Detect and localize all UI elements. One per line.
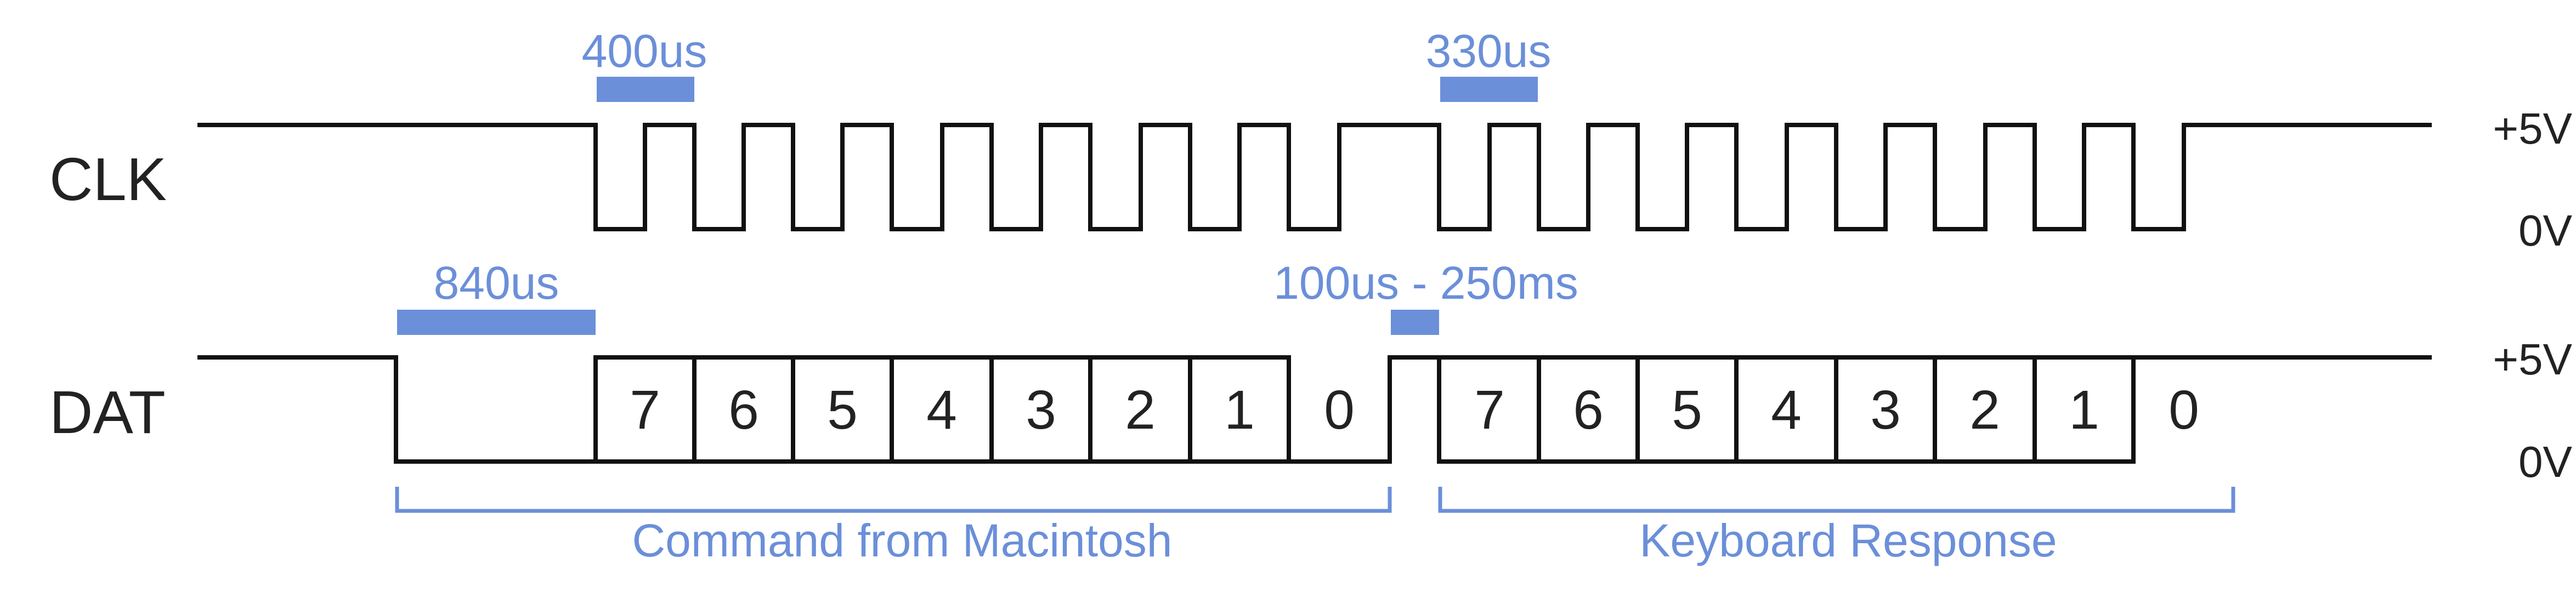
- response-bit-label: 0: [2169, 379, 2199, 441]
- command-bit-labels: 7 6 5 4 3 2 1 0: [630, 379, 1355, 441]
- response-bit-label: 1: [2069, 379, 2099, 441]
- clk-high-voltage-label: +5V: [2493, 104, 2572, 153]
- clk-command-period-bar: [597, 77, 694, 102]
- response-bit-dividers: [1537, 355, 2037, 464]
- clk-response-period-bar: [1440, 77, 1538, 102]
- dat-turnaround-label: 100us - 250ms: [1273, 257, 1578, 309]
- command-bit-label: 4: [926, 379, 957, 441]
- clk-waveform: [197, 123, 2432, 231]
- command-bit-label: 2: [1125, 379, 1156, 441]
- clk-signal-label: CLK: [49, 146, 167, 213]
- command-bit-label: 3: [1026, 379, 1056, 441]
- command-group-bracket: [395, 487, 1392, 513]
- command-bit-label: 6: [728, 379, 759, 441]
- dat-turnaround-bar: [1391, 310, 1439, 335]
- command-bit-label: 5: [827, 379, 858, 441]
- response-bit-label: 3: [1870, 379, 1901, 441]
- clk-low-voltage-label: 0V: [2518, 206, 2572, 255]
- dat-request-low-label: 840us: [434, 257, 559, 309]
- command-bit-label: 7: [630, 379, 660, 441]
- response-bit-label: 4: [1771, 379, 1802, 441]
- dat-waveform: [197, 355, 2432, 464]
- command-bit-label: 0: [1324, 379, 1355, 441]
- command-bit-label: 1: [1224, 379, 1255, 441]
- response-group-bracket: [1438, 487, 2235, 513]
- command-bit-dividers: [692, 355, 1192, 464]
- command-group-label: Command from Macintosh: [632, 515, 1173, 566]
- dat-signal-label: DAT: [49, 379, 166, 446]
- response-bit-label: 5: [1672, 379, 1702, 441]
- dat-high-voltage-label: +5V: [2493, 335, 2572, 384]
- response-bit-labels: 7 6 5 4 3 2 1 0: [1474, 379, 2199, 441]
- response-group-label: Keyboard Response: [1639, 515, 2057, 566]
- response-bit-label: 2: [1969, 379, 2000, 441]
- dat-request-low-bar: [397, 310, 596, 335]
- response-bit-label: 7: [1474, 379, 1505, 441]
- clk-response-period-label: 330us: [1426, 25, 1552, 77]
- response-bit-label: 6: [1573, 379, 1604, 441]
- clk-command-period-label: 400us: [582, 25, 707, 77]
- dat-low-voltage-label: 0V: [2518, 437, 2572, 486]
